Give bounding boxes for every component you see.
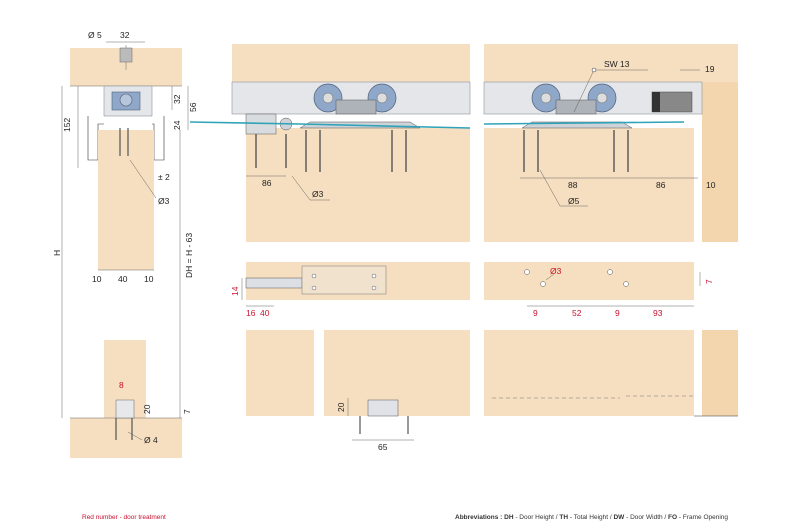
screw-icon	[359, 416, 409, 434]
dim-bottom-20: 20	[336, 402, 346, 412]
screw-icon	[523, 130, 629, 172]
dim-mid-dia3: Ø3	[550, 266, 562, 276]
dim-floor-7: 7	[182, 409, 192, 414]
dim-88: 88	[568, 180, 578, 190]
screw-icon	[255, 130, 407, 172]
dim-mid-14: 14	[230, 286, 240, 296]
dim-floor-dia4: Ø 4	[144, 435, 158, 445]
dim-mid-40: 40	[260, 308, 270, 318]
dim-mid-52: 52	[572, 308, 582, 318]
dim-top-left-dia3: Ø3	[312, 189, 324, 199]
dim-width-top: 32	[120, 30, 130, 40]
dim-sw13: SW 13	[604, 59, 630, 69]
top-right-view: SW 13 19 88 86 10 Ø5	[483, 44, 738, 242]
abbr-th-text: - Total Height /	[568, 514, 614, 521]
dim-mid-93: 93	[653, 308, 663, 318]
dim-top-right-86: 86	[656, 180, 666, 190]
abbr-dh-text: - Door Height /	[513, 514, 560, 521]
mid-left-view: 14 16 40	[230, 262, 470, 318]
dim-mid-9a: 9	[533, 308, 538, 318]
dim-top-right-dia5: Ø5	[568, 196, 580, 206]
dim-bottom-10b: 10	[144, 274, 154, 284]
screw-icon	[115, 418, 133, 440]
dim-19: 19	[705, 64, 715, 74]
abbreviations-label: Abbreviations :	[455, 514, 505, 521]
dim-152: 152	[62, 118, 72, 132]
dim-top-left-86: 86	[262, 178, 272, 188]
dim-mid-7: 7	[704, 279, 714, 284]
screw-icon	[119, 128, 129, 156]
mid-right-view: Ø3 7 9 52 9 93	[484, 262, 714, 318]
top-left-view: 86 Ø3	[189, 44, 471, 242]
abbr-dw: DW	[613, 514, 625, 521]
dim-mid-16: 16	[246, 308, 256, 318]
abbr-dw-text: - Door Width /	[624, 514, 669, 521]
footer-abbreviations: Abbreviations : DH - Door Height / TH - …	[455, 514, 728, 521]
dim-24: 24	[172, 120, 182, 130]
abbr-fo: FO	[668, 514, 678, 521]
dim-DH: DH = H - 63	[184, 233, 194, 278]
dim-dia-top: Ø 5	[88, 30, 102, 40]
dim-10: 10	[706, 180, 716, 190]
dim-floor-20: 20	[142, 404, 152, 414]
abbr-fo-text: - Frame Opening	[677, 514, 729, 521]
dim-56: 56	[188, 102, 198, 112]
abbr-dh: DH	[504, 514, 514, 521]
side-view: Ø 5 32 152 32 56 24 ± 2 Ø3 H DH = H - 63…	[52, 30, 198, 458]
dim-H: H	[52, 250, 62, 256]
dim-bottom-65: 65	[378, 442, 388, 452]
bottom-view: 20 65	[246, 330, 738, 452]
abbr-th: TH	[559, 514, 569, 521]
dim-dia-3: Ø3	[158, 196, 170, 206]
dim-tolerance: ± 2	[158, 172, 170, 182]
dim-bottom-10a: 10	[92, 274, 102, 284]
dim-mid-9b: 9	[615, 308, 620, 318]
dim-bottom-40: 40	[118, 274, 128, 284]
footer-note: Red number - door treatment	[82, 514, 166, 521]
dim-32: 32	[172, 94, 182, 104]
dim-floor-8: 8	[119, 380, 124, 390]
